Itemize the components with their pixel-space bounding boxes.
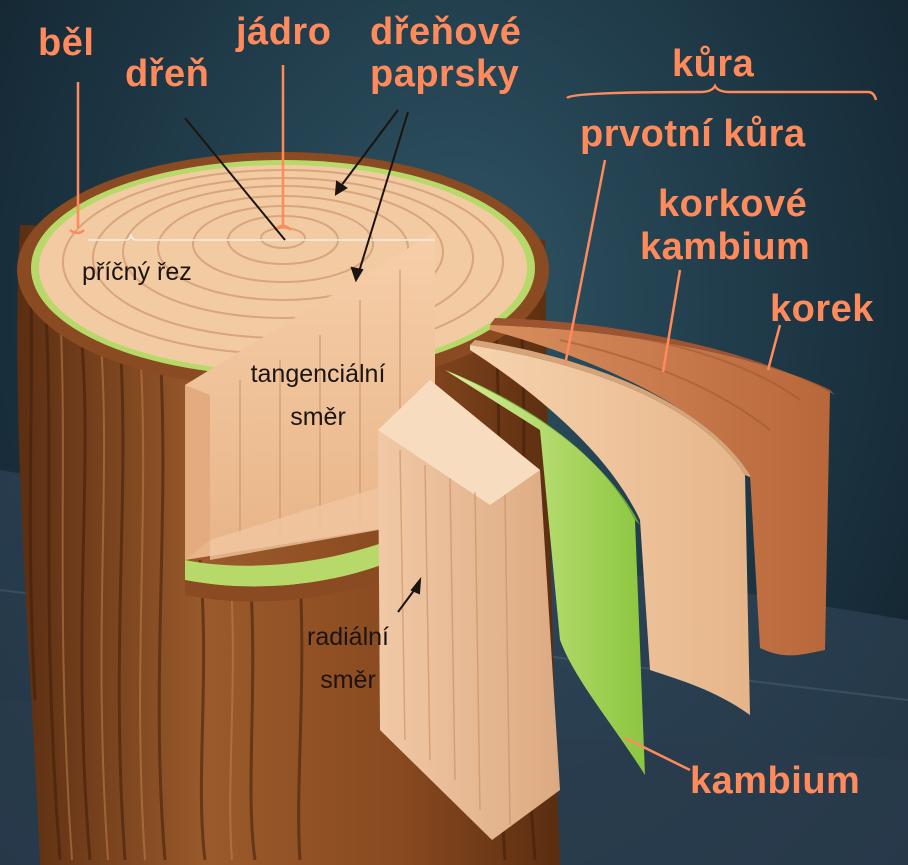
radial-direction-label-2: směr (268, 668, 428, 693)
sapwood-label: běl (38, 24, 94, 62)
cork-cambium-label-1: korkové (658, 185, 807, 223)
tangential-direction-label-2: směr (208, 405, 428, 430)
bark-label: kůra (672, 45, 754, 83)
medullary-rays-label-2: paprsky (370, 55, 519, 93)
cross-section-label: příčný řez (82, 260, 192, 285)
cambium-label: kambium (690, 762, 860, 800)
tangential-direction-label-1: tangenciální (208, 362, 428, 387)
primary-cortex-label: prvotní kůra (580, 115, 806, 153)
medullary-rays-label-1: dřeňové (370, 13, 521, 51)
cork-label: korek (770, 290, 874, 328)
cork-cambium-label-2: kambium (640, 228, 810, 266)
heartwood-label: jádro (236, 13, 331, 51)
pith-label: dřeň (125, 55, 209, 93)
radial-direction-label-1: radiální (268, 625, 428, 650)
